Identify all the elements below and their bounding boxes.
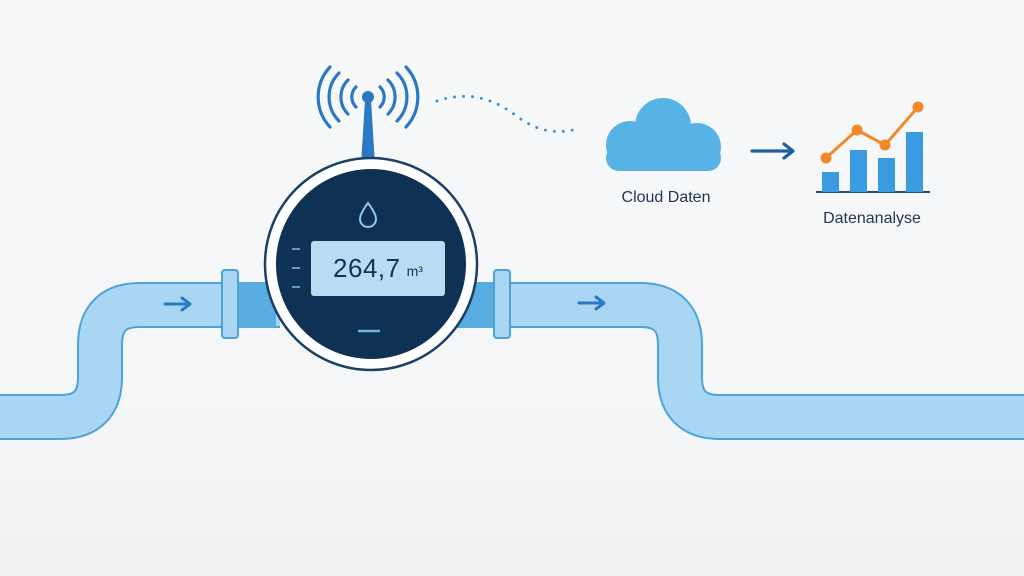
left-flange [221, 269, 239, 339]
bar-line-chart-icon [816, 101, 930, 193]
analysis-label: Datenanalyse [823, 210, 921, 227]
pipeline [0, 269, 1024, 440]
flow-arrow-right-icon [577, 295, 606, 311]
data-transmission-path [435, 94, 582, 134]
arrow-to-analysis-icon [750, 142, 795, 160]
water-drop-icon [358, 201, 378, 228]
meter-reading-unit: m³ [406, 262, 423, 279]
wifi-signal-icon [316, 65, 420, 129]
right-flange [493, 269, 511, 339]
cloud-label: Cloud Daten [621, 189, 711, 206]
flow-arrow-left-icon [163, 296, 192, 312]
meter-display: 264,7 m³ [311, 241, 445, 296]
cloud-icon [606, 98, 721, 171]
meter-reading-value: 264,7 [333, 253, 401, 283]
antenna-icon [361, 91, 375, 165]
